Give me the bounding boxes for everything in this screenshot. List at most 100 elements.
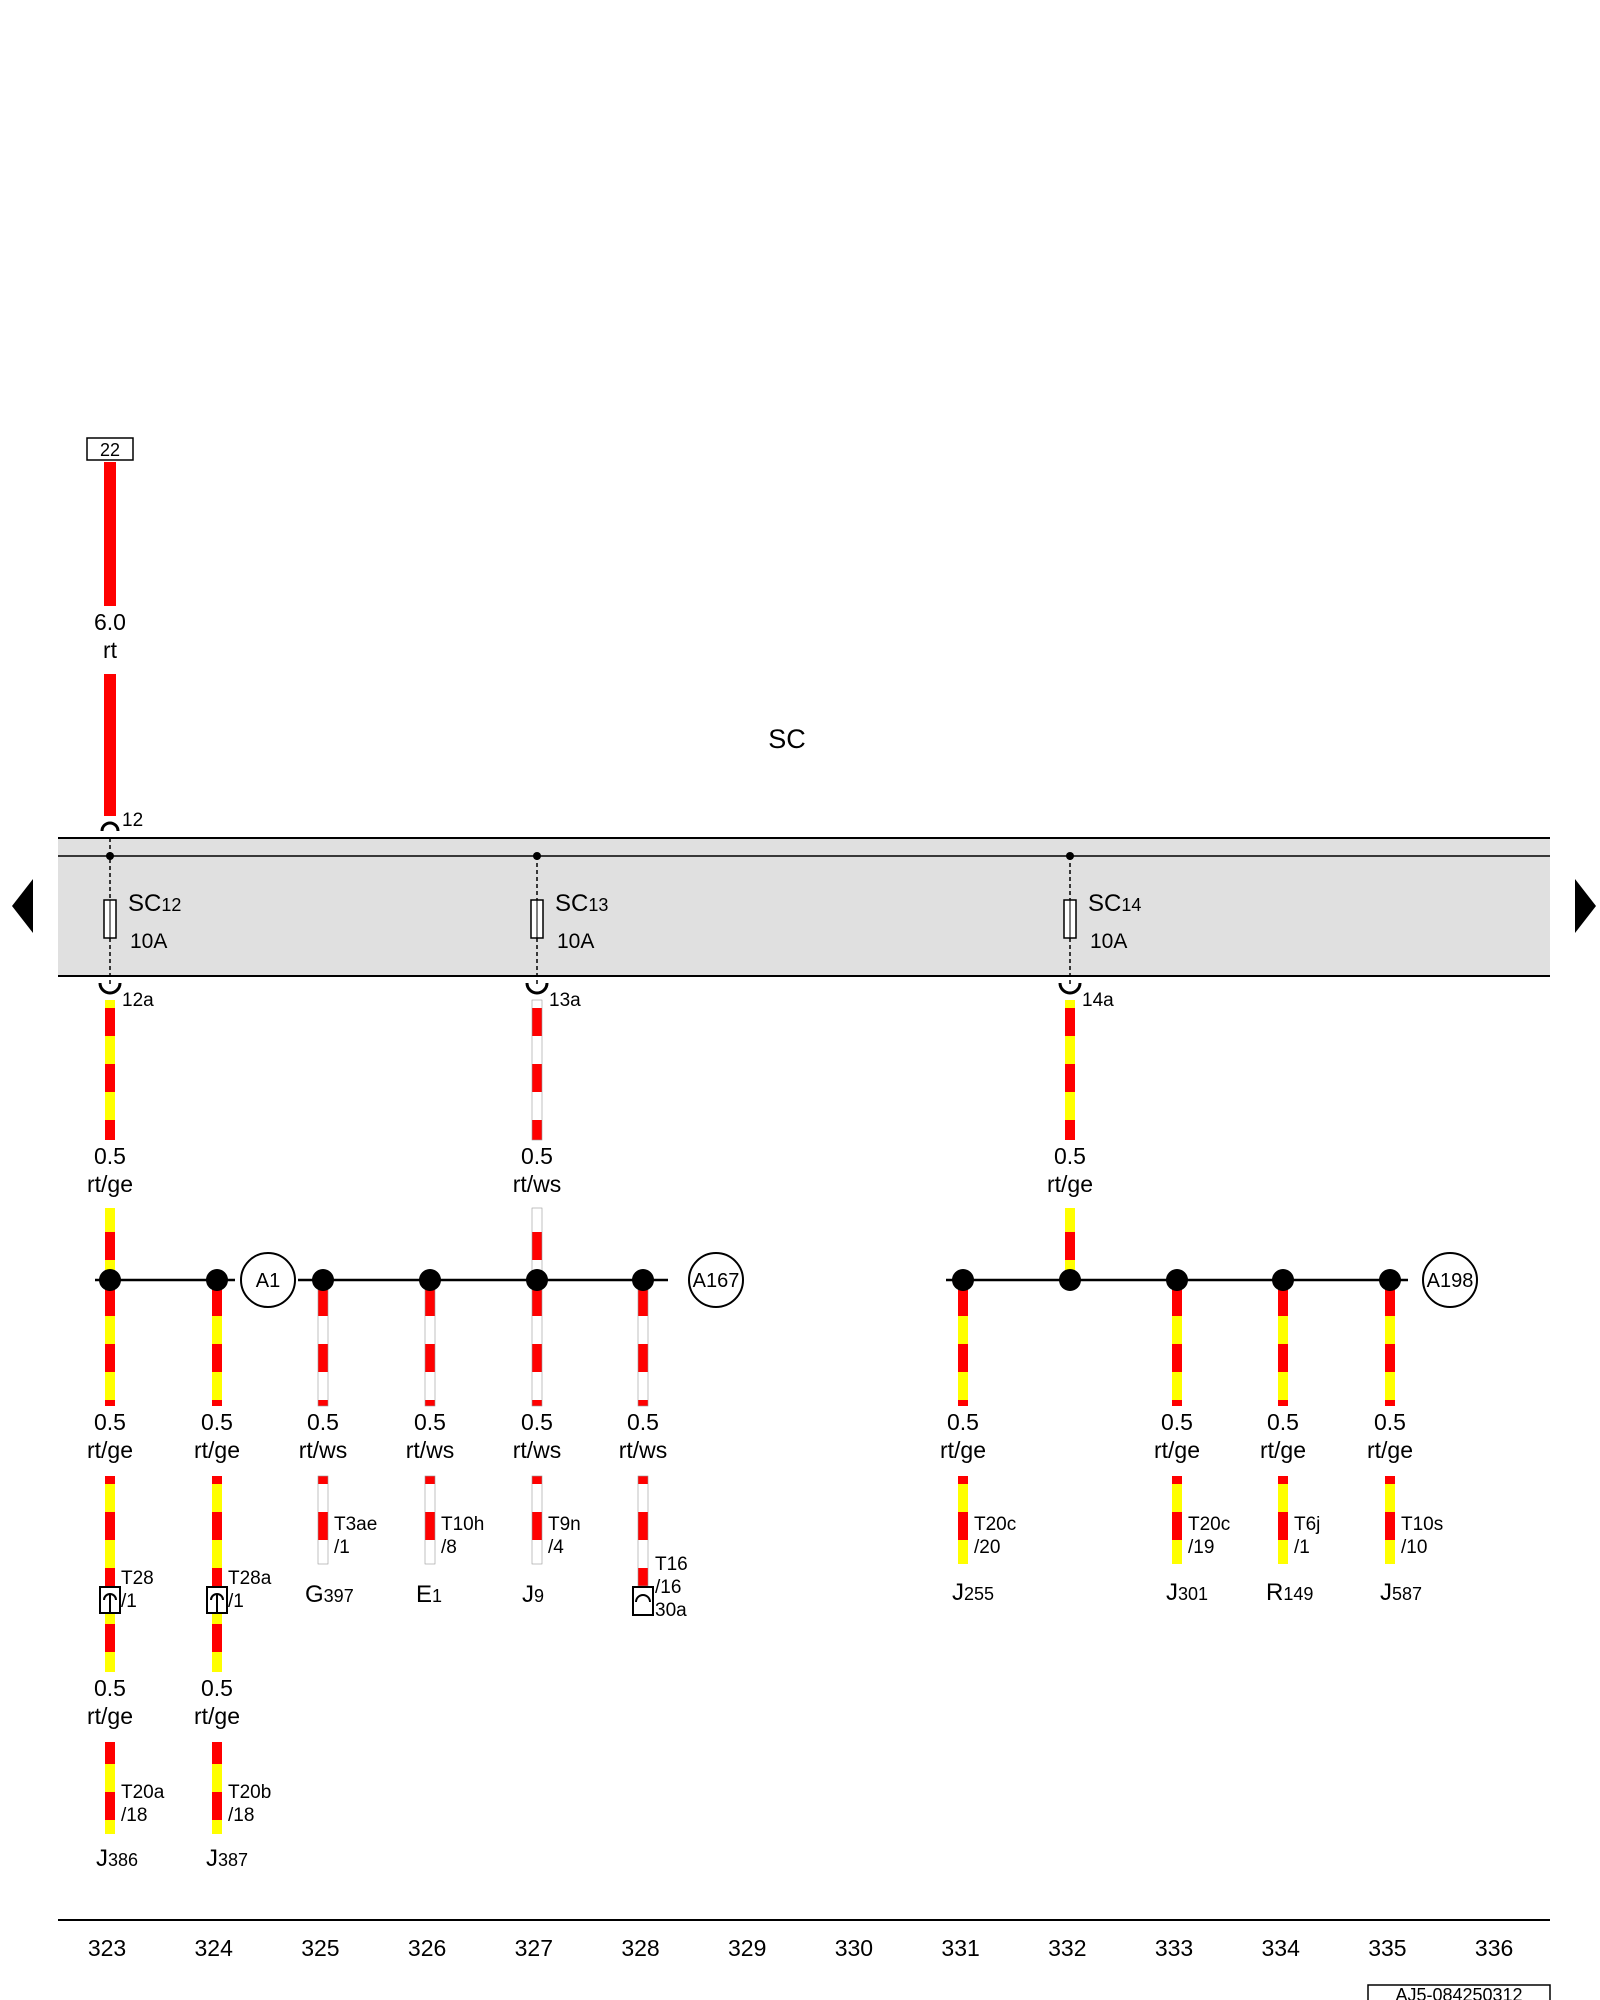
branch-wire-size: 0.5 [307,1409,339,1435]
column-number: 329 [728,1935,766,1961]
supply-wire-bottom [104,674,116,816]
fuse-sub: 12 [161,895,181,915]
branch-wire-color: rt/ws [513,1437,562,1463]
branch-wire-size-2: 0.5 [201,1675,233,1701]
column-number: 332 [1048,1935,1086,1961]
connector-pin-2: /18 [121,1805,147,1826]
connector-pin: /1 [334,1537,350,1558]
connector-label-2: T20a [121,1782,165,1803]
fuse-name: SC [128,890,161,917]
connector-label: T28a [228,1568,272,1589]
branch-wire-color: rt/ge [1367,1437,1413,1463]
wire-fuse-sc14-out[interactable] [1065,1000,1075,1140]
supply-wire-size: 6.0 [94,609,126,635]
connector-pin: /1 [1294,1537,1310,1558]
branch-j255[interactable]: 0.5 rt/ge T20c /20 J255 [940,1280,1016,1606]
fuse-rating: 10A [1090,930,1127,953]
fuse-rating: 10A [130,930,167,953]
splice-node-label: A167 [693,1270,740,1292]
wire-fuse-sc13-out[interactable] [531,999,543,1141]
branch-wire-color: rt/ge [1154,1437,1200,1463]
connector-pin: /20 [974,1537,1000,1558]
connector-pin-2: /18 [228,1805,254,1826]
branch-j587[interactable]: 0.5 rt/ge T10s /10 J587 [1367,1280,1443,1606]
splice-dots [99,1269,1401,1291]
branch-wire-color: rt/ws [406,1437,455,1463]
column-number: 325 [301,1935,339,1961]
component-label: J255 [952,1579,994,1606]
fuse-sc12[interactable]: SC12 10A 12a [98,838,181,1011]
component-label: J587 [1380,1579,1422,1606]
connector-pin: /8 [441,1537,457,1558]
connector-socket-icon [632,1586,654,1616]
fuse-sub: 13 [588,895,608,915]
document-id-label: AJ5-084250312 [1395,1985,1522,2000]
branch-wire-size: 0.5 [1374,1409,1406,1435]
branch-wire-color: rt/ws [619,1437,668,1463]
branch-g397[interactable]: 0.5 rt/ws T3ae /1 G397 [299,1279,378,1608]
column-number: 331 [941,1935,979,1961]
branch-e1[interactable]: 0.5 rt/ws T10h /8 E1 [406,1279,485,1608]
svg-text:SC12: SC12 [128,890,181,917]
component-label: R149 [1266,1579,1313,1606]
branch-j387[interactable]: 0.5 rt/ge T28a /1 0.5 rt/ge T20b /18 J38… [194,1280,272,1872]
branch-wire-size: 0.5 [1161,1409,1193,1435]
component-label: J301 [1166,1579,1208,1606]
branch-j9[interactable]: 0.5 rt/ws T9n /4 J9 [513,1279,581,1608]
branch-wire-color: rt/ge [1260,1437,1306,1463]
page-back-arrow-icon[interactable] [12,879,33,933]
column-number: 333 [1155,1935,1193,1961]
fuse-wire-color: rt/ge [87,1171,133,1197]
wire-to-splice-a1[interactable] [105,1208,115,1280]
branch-wire-color-2: rt/ge [194,1703,240,1729]
splice-node-a167[interactable]: A167 [688,1252,744,1308]
page-reference[interactable]: 22 [86,437,134,461]
column-number: 330 [835,1935,873,1961]
branch-wire-size: 0.5 [1267,1409,1299,1435]
branch-r149[interactable]: 0.5 rt/ge T6j /1 R149 [1260,1280,1320,1606]
connector-label: T28 [121,1568,154,1589]
connector-pin: /10 [1401,1537,1427,1558]
connector-pin: /1 [228,1591,244,1612]
fuse-wire-size: 0.5 [1054,1143,1086,1169]
splice-node-a1[interactable]: A1 [240,1252,296,1308]
column-number: 327 [515,1935,553,1961]
fuse-sc13[interactable]: SC13 10A 13a [525,852,608,1011]
splice-node-label: A1 [256,1270,280,1292]
branch-wire-size: 0.5 [201,1409,233,1435]
branch-j301[interactable]: 0.5 rt/ge T20c /19 J301 [1154,1280,1230,1606]
column-number: 326 [408,1935,446,1961]
fuse-output-terminal-icon [525,982,549,995]
fuse-wire-size: 0.5 [521,1143,553,1169]
fuse-wire-color: rt/ws [513,1171,562,1197]
fuse-name: SC [555,890,588,917]
svg-text:SC13: SC13 [555,890,608,917]
fuse-name: SC [1088,890,1121,917]
branch-j386[interactable]: 0.5 rt/ge T28 /1 0.5 rt/ge T20a /18 J386 [87,1280,165,1872]
connector-label-2: T20b [228,1782,271,1803]
fuse-wire-size: 0.5 [94,1143,126,1169]
wire-fuse-sc12-out[interactable] [105,1000,115,1140]
connector-pin-b: 30a [655,1600,687,1621]
branch-wire-size-2: 0.5 [94,1675,126,1701]
splice-node-a198[interactable]: A198 [1422,1252,1478,1308]
connector-label: T3ae [334,1514,377,1535]
connector-label: T20c [974,1514,1016,1535]
branch-t16[interactable]: 0.5 rt/ws T16 /16 30a [619,1279,688,1621]
branch-wire-size: 0.5 [94,1409,126,1435]
connector-label: T16 [655,1554,688,1575]
page-forward-arrow-icon[interactable] [1575,879,1596,933]
branch-wire-size: 0.5 [414,1409,446,1435]
fuse-panel [58,837,1550,977]
branch-wire-color: rt/ge [940,1437,986,1463]
branch-wire-color: rt/ws [299,1437,348,1463]
connector-pin: /1 [121,1591,137,1612]
svg-text:SC14: SC14 [1088,890,1141,917]
branch-wire-color: rt/ge [194,1437,240,1463]
connector-label: T9n [548,1514,581,1535]
wire-to-splice-a198[interactable] [1065,1208,1075,1280]
branch-wire-size: 0.5 [947,1409,979,1435]
fuse-sc14[interactable]: SC14 10A 14a [1058,852,1141,1011]
supply-wire-top [104,462,116,606]
